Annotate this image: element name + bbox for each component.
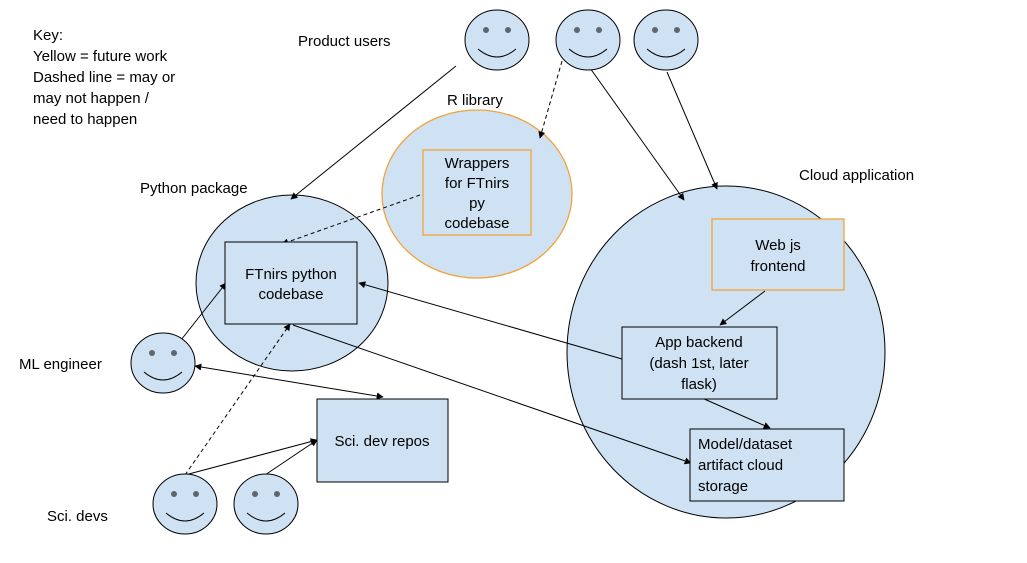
smiley-face-icon — [633, 9, 699, 71]
box-line: Wrappers — [445, 155, 510, 172]
edge-scidev2-to-repos — [264, 439, 318, 476]
key-line: Dashed line = may or — [33, 69, 175, 86]
edge-user2-to-wrappers — [538, 60, 563, 139]
edges — [180, 60, 771, 476]
key-line: may not happen / — [33, 90, 150, 107]
smiley-face-icon — [233, 473, 299, 535]
app-backend-box: App backend (dash 1st, later flask) — [621, 326, 778, 400]
box-line: storage — [698, 478, 748, 495]
key-line: need to happen — [33, 111, 137, 128]
edge-user3-to-cloud — [666, 71, 718, 190]
smiley-face-icon — [152, 473, 218, 535]
key-line: Yellow = future work — [33, 48, 168, 65]
model-storage-box: Model/dataset artifact cloud storage — [689, 428, 845, 502]
box-line: codebase — [444, 215, 509, 232]
edge-scidev-to-ftnirs — [184, 323, 291, 476]
python-package-label: Python package — [140, 180, 248, 197]
cloud-application-label: Cloud application — [799, 167, 914, 184]
box-line: App backend — [655, 334, 743, 351]
box-line: for FTnirs — [445, 175, 509, 192]
edge-backend-to-ftnirs — [358, 281, 623, 360]
web-frontend-box: Web js frontend — [711, 218, 845, 291]
box-line: (dash 1st, later — [649, 355, 748, 372]
ml-engineer-label: ML engineer — [19, 356, 102, 373]
edge-ml-to-ftnirs — [180, 282, 227, 341]
box-line: Model/dataset — [698, 436, 793, 453]
edge-scidev1-to-repos — [184, 438, 318, 476]
box-line: Web js — [755, 237, 801, 254]
edge-user2-to-cloud — [589, 67, 685, 201]
key-line: Key: — [33, 27, 63, 44]
smiley-face-icon — [464, 9, 530, 71]
sci-dev-repos-box: Sci. dev repos — [316, 398, 449, 483]
edge-ml-to-repos — [194, 363, 384, 400]
box-line: artifact cloud — [698, 457, 783, 474]
edge-user1-to-ftnirs — [290, 65, 457, 200]
edge-ftnirs-to-storage — [292, 324, 692, 465]
smiley-face-icon — [555, 9, 621, 71]
wrappers-box: Wrappers for FTnirs py codebase — [422, 149, 532, 236]
box-line: py — [469, 195, 485, 212]
edge-wrappers-to-ftnirs — [281, 194, 421, 246]
edge-backend-to-storage — [701, 397, 771, 429]
smiley-face-icon — [130, 332, 196, 394]
ftnirs-codebase-box: FTnirs python codebase — [224, 241, 358, 325]
edge-frontend-to-backend — [719, 290, 766, 326]
box-line: FTnirs python — [245, 266, 337, 283]
box-line: codebase — [258, 286, 323, 303]
sci-devs-label: Sci. devs — [47, 508, 108, 525]
product-users-label: Product users — [298, 33, 391, 50]
r-library-label: R library — [447, 92, 503, 109]
box-line: flask) — [681, 376, 717, 393]
box-line: frontend — [750, 258, 805, 275]
legend-key: Key: Yellow = future work Dashed line = … — [33, 27, 175, 128]
box-line: Sci. dev repos — [334, 433, 429, 450]
